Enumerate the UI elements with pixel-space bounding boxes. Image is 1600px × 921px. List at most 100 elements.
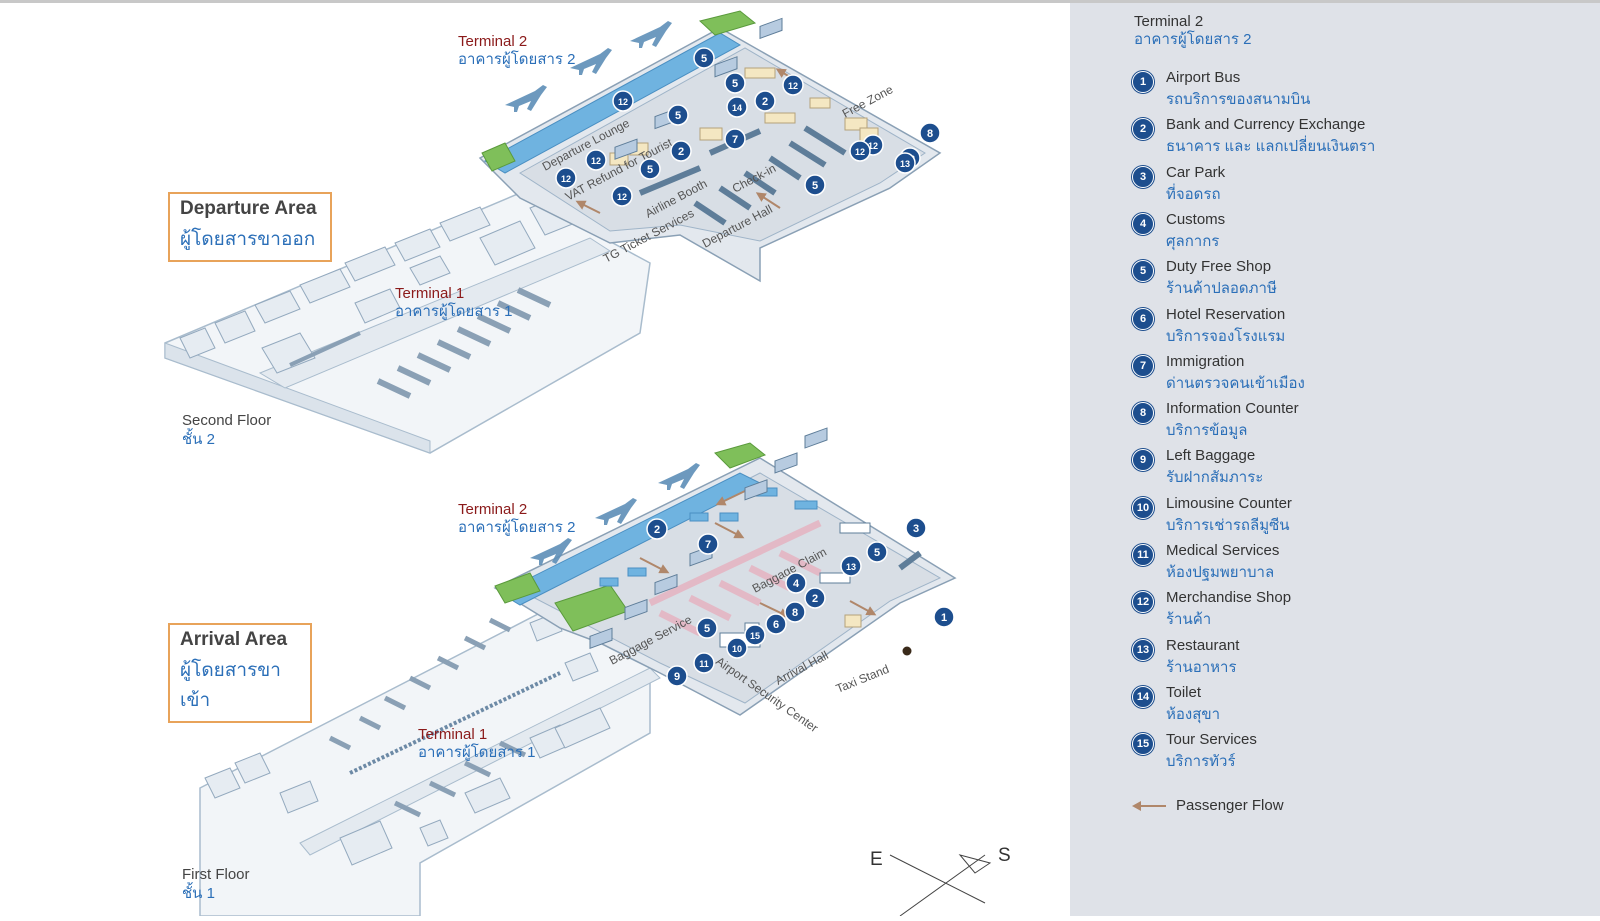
marker-number: 5 (874, 547, 880, 559)
marker-circle (919, 122, 941, 144)
compass-east: E (870, 849, 883, 870)
legend-number-icon: 11 (1132, 544, 1154, 566)
arrival-terminal2-label: Terminal 2 อาคารผู้โดยสาร 2 (458, 501, 575, 537)
arrival-terminal1-label: Terminal 1 อาคารผู้โดยสาร 1 (418, 726, 535, 762)
legend-label-th: ธนาคาร และ แลกเปลี่ยนเงินตรา (1166, 138, 1376, 156)
departure-marker: 5 (693, 47, 715, 69)
legend-label: Information Counter (1166, 400, 1299, 418)
marker-number: 5 (812, 180, 818, 192)
marker-number: 13 (846, 562, 856, 572)
terminal2-th: อาคารผู้โดยสาร 2 (458, 519, 576, 536)
marker-circle (754, 90, 776, 112)
marker-number: 12 (617, 192, 627, 202)
marker-circle (585, 149, 607, 171)
marker-number: 12 (618, 97, 628, 107)
departure-area-box: Departure Area ผู้โดยสารขาออก (168, 192, 332, 262)
departure-marker: 12 (585, 149, 607, 171)
terminal2-en: Terminal 2 (458, 501, 528, 518)
marker-circle (670, 140, 692, 162)
arrival-marker: 2 (646, 518, 668, 540)
arrival-marker: 15 (744, 624, 766, 646)
legend-label: Hotel Reservation (1166, 305, 1286, 323)
arrival-marker: 6 (765, 613, 787, 635)
marker-number: 4 (793, 578, 800, 590)
marker-circle (696, 617, 718, 639)
legend-label: Bank and Currency Exchange (1166, 116, 1366, 134)
marker-circle (726, 96, 748, 118)
marker-number: 11 (699, 659, 709, 669)
legend-label-th: บริการเช่ารถลีมูซีน (1166, 516, 1290, 534)
marker-number: 14 (732, 103, 742, 113)
legend-label: Car Park (1166, 163, 1226, 181)
legend-label-th: ห้องปฐมพยาบาล (1166, 564, 1275, 581)
arrival-area-title-th: ผู้โดยสารขาเข้า (180, 660, 281, 711)
marker-number: 13 (900, 159, 910, 169)
marker-number: 5 (704, 623, 710, 635)
legend-title-th: อาคารผู้โดยสาร 2 (1134, 31, 1252, 48)
departure-marker: 5 (724, 72, 746, 94)
legend-label: Medical Services (1166, 542, 1280, 559)
terminal1-en: Terminal 1 (395, 285, 465, 302)
marker-number: 5 (647, 164, 653, 176)
legend-number-icon: 6 (1132, 307, 1154, 330)
legend-label: Tour Services (1166, 731, 1257, 749)
legend-label-th: บริการจองโรงแรม (1166, 327, 1286, 345)
terminal1-en: Terminal 1 (418, 726, 488, 743)
marker-circle (894, 152, 916, 174)
legend-number-icon: 14 (1132, 685, 1154, 708)
legend-number-icon: 3 (1132, 165, 1154, 188)
departure-terminal1-label: Terminal 1 อาคารผู้โดยสาร 1 (395, 285, 512, 321)
marker-circle (782, 74, 804, 96)
arrival-marker: 8 (784, 601, 806, 623)
marker-circle (866, 541, 888, 563)
second-floor-label: Second Floor ชั้น 2 (182, 411, 271, 449)
arrival-marker: 5 (866, 541, 888, 563)
marker-number: 2 (678, 146, 684, 158)
arrival-marker: 1 (933, 606, 955, 628)
legend-number-icon: 10 (1132, 496, 1154, 519)
departure-area-title: Departure Area (180, 198, 317, 219)
legend-label-th: ร้านอาหาร (1166, 658, 1237, 676)
arrival-marker: 10 (726, 637, 748, 659)
legend-label-th: ร้านค้า (1166, 611, 1212, 629)
legend-label-th: ด่านตรวจคนเข้าเมือง (1166, 374, 1305, 392)
arrival-marker: 4 (785, 572, 807, 594)
arrival-marker: 7 (697, 533, 719, 555)
floor-en: First Floor (182, 866, 250, 883)
terminal-map: Departure Lounge VAT Refund for Tourist … (0, 3, 1070, 917)
marker-circle (724, 72, 746, 94)
flow-label: Passenger Flow (1176, 797, 1284, 814)
departure-marker: 8 (919, 122, 941, 144)
marker-number: 3 (913, 523, 919, 535)
departure-marker: 5 (639, 158, 661, 180)
marker-number: 7 (732, 134, 738, 146)
marker-circle (765, 613, 787, 635)
departure-marker: 5 (667, 104, 689, 126)
marker-number: 12 (561, 174, 571, 184)
legend-label-th: บริการทัวร์ (1166, 753, 1236, 771)
marker-circle (693, 652, 715, 674)
marker-circle (840, 555, 862, 577)
marker-circle (724, 128, 746, 150)
legend-item: 6 Hotel Reservation บริการจองโรงแรม (1132, 306, 1572, 346)
facility-markers: 5512514212125271212512812131227351342861… (555, 47, 955, 687)
marker-number: 5 (732, 78, 738, 90)
legend-label-th: รถบริการของสนามบิน (1166, 91, 1311, 108)
flow-arrow-icon (1132, 801, 1166, 811)
marker-number: 2 (762, 96, 768, 108)
marker-circle (905, 517, 927, 539)
terminal2-en: Terminal 2 (458, 33, 528, 50)
legend-title-en: Terminal 2 (1134, 13, 1204, 30)
arrival-marker: 3 (905, 517, 927, 539)
departure-marker: 12 (555, 167, 577, 189)
marker-circle (785, 572, 807, 594)
marker-circle (612, 90, 634, 112)
floor-th: ชั้น 2 (182, 431, 215, 448)
